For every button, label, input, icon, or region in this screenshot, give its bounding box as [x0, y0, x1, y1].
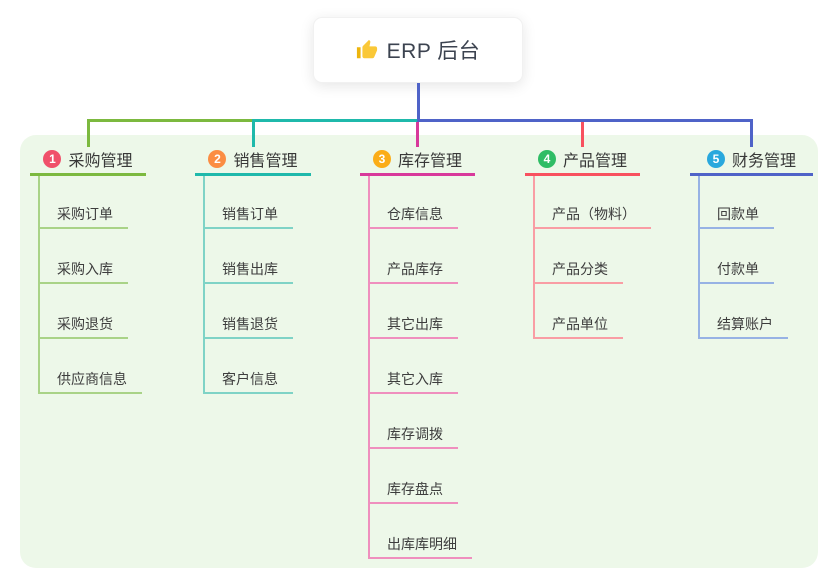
branch-node-1[interactable]: 1 采购管理 — [30, 146, 146, 172]
child-node[interactable]: 产品单位 — [552, 316, 608, 332]
branch-node-label: 采购管理 — [68, 153, 133, 170]
child-underline — [38, 282, 128, 284]
child-underline — [38, 392, 142, 394]
branch-number-badge: 1 — [43, 150, 62, 168]
child-node[interactable]: 销售订单 — [222, 206, 278, 222]
child-node[interactable]: 销售出库 — [222, 261, 278, 277]
child-spine-line — [203, 176, 205, 394]
branch-node-label: 财务管理 — [731, 153, 796, 170]
child-underline — [203, 227, 293, 229]
child-underline — [368, 447, 458, 449]
mindmap-panel — [20, 135, 818, 568]
root-node[interactable]: ERP 后台 — [313, 17, 523, 83]
branch-underline — [360, 173, 475, 176]
thumbs-up-icon — [356, 39, 377, 59]
child-underline — [368, 282, 458, 284]
bus-line-branch-1 — [87, 119, 252, 122]
child-spine-line — [533, 176, 535, 339]
branch-underline — [690, 173, 813, 176]
child-spine-line — [368, 176, 370, 559]
drop-line-branch-4 — [581, 122, 584, 147]
drop-line-branch-3 — [416, 122, 419, 147]
child-underline — [368, 502, 458, 504]
branch-number-badge: 2 — [208, 150, 227, 168]
child-node[interactable]: 库存调拨 — [387, 426, 443, 442]
child-underline — [533, 337, 623, 339]
bus-line-branch-5 — [417, 119, 753, 122]
branch-number-badge: 3 — [372, 150, 391, 168]
branch-underline — [30, 173, 146, 176]
child-underline — [368, 337, 458, 339]
child-underline — [203, 392, 293, 394]
drop-line-branch-5 — [750, 122, 753, 147]
child-underline — [533, 227, 651, 229]
child-node[interactable]: 其它入库 — [387, 371, 443, 387]
branch-number-badge: 4 — [537, 150, 556, 168]
child-spine-line — [38, 176, 40, 394]
branch-underline — [195, 173, 311, 176]
child-underline — [38, 337, 128, 339]
child-node[interactable]: 产品（物料） — [552, 206, 636, 222]
bus-line-branch-2 — [252, 119, 417, 122]
child-node[interactable]: 结算账户 — [717, 316, 773, 332]
child-node[interactable]: 供应商信息 — [57, 371, 127, 387]
child-underline — [368, 227, 458, 229]
drop-line-branch-2 — [252, 122, 255, 147]
child-underline — [368, 392, 458, 394]
child-underline — [533, 282, 623, 284]
child-underline — [38, 227, 128, 229]
child-node[interactable]: 付款单 — [717, 261, 759, 277]
child-node[interactable]: 产品库存 — [387, 261, 443, 277]
child-node[interactable]: 其它出库 — [387, 316, 443, 332]
child-node[interactable]: 采购订单 — [57, 206, 113, 222]
branch-node-5[interactable]: 5 财务管理 — [690, 146, 813, 172]
child-underline — [368, 557, 472, 559]
branch-node-label: 产品管理 — [562, 153, 627, 170]
branch-node-2[interactable]: 2 销售管理 — [195, 146, 311, 172]
child-node[interactable]: 回款单 — [717, 206, 759, 222]
branch-node-3[interactable]: 3 库存管理 — [360, 146, 475, 172]
child-node[interactable]: 产品分类 — [552, 261, 608, 277]
child-underline — [698, 227, 774, 229]
child-node[interactable]: 销售退货 — [222, 316, 278, 332]
root-node-label: ERP 后台 — [386, 40, 481, 63]
child-node[interactable]: 采购退货 — [57, 316, 113, 332]
child-node[interactable]: 客户信息 — [222, 371, 278, 387]
branch-number-badge: 5 — [706, 150, 725, 168]
child-underline — [203, 282, 293, 284]
child-underline — [203, 337, 293, 339]
child-node[interactable]: 库存盘点 — [387, 481, 443, 497]
child-underline — [698, 282, 774, 284]
branch-node-label: 库存管理 — [397, 153, 462, 170]
branch-underline — [525, 173, 640, 176]
child-spine-line — [698, 176, 700, 339]
child-node[interactable]: 采购入库 — [57, 261, 113, 277]
child-underline — [698, 337, 788, 339]
drop-line-branch-1 — [87, 122, 90, 147]
root-connector-line — [417, 83, 420, 119]
child-node[interactable]: 仓库信息 — [387, 206, 443, 222]
child-node[interactable]: 出库库明细 — [387, 536, 457, 552]
branch-node-4[interactable]: 4 产品管理 — [525, 146, 640, 172]
branch-node-label: 销售管理 — [233, 153, 298, 170]
